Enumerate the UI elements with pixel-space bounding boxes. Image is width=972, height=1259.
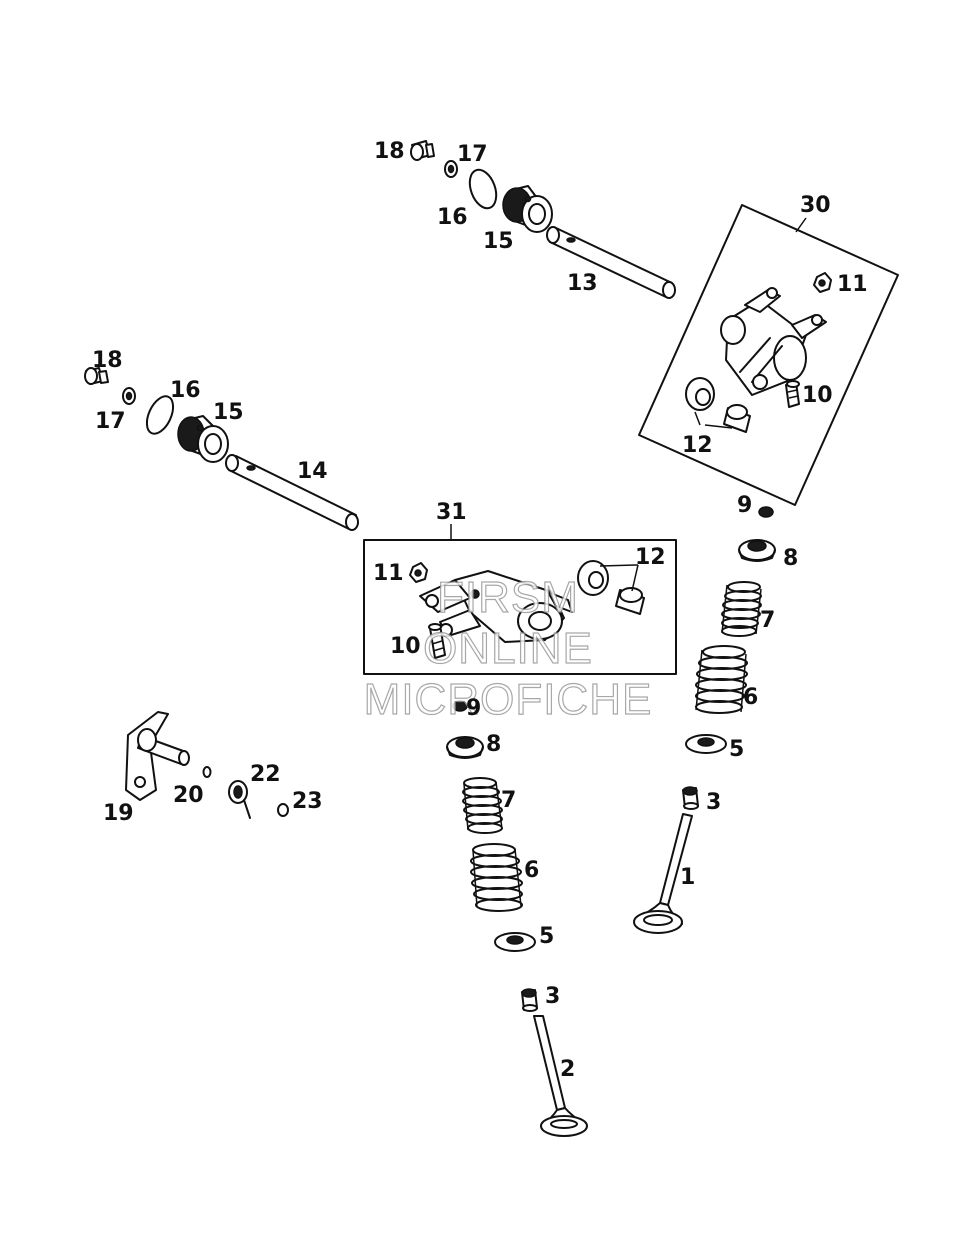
label-17-left: 17 (95, 409, 126, 434)
label-16-left: 16 (170, 378, 201, 403)
seal-3-right (682, 786, 699, 810)
bushing-12-box30 (685, 377, 751, 433)
clip-20 (202, 766, 212, 778)
valve-1 (633, 813, 693, 934)
label-3-left: 3 (545, 984, 560, 1009)
nut-11-box31 (409, 562, 428, 583)
callout-labels: 1 2 3 3 5 5 6 6 7 7 8 8 9 9 10 10 11 11 … (92, 139, 868, 1082)
rocker-arm-30 (720, 287, 827, 396)
label-10-box31: 10 (390, 634, 421, 659)
label-13: 13 (567, 271, 598, 296)
label-30: 30 (800, 193, 831, 218)
label-8-right: 8 (783, 546, 798, 571)
valve-2 (533, 1015, 588, 1137)
label-12-box30: 12 (682, 433, 713, 458)
label-2: 2 (560, 1057, 575, 1082)
spring-22 (228, 780, 251, 819)
label-11-box31: 11 (373, 561, 404, 586)
spring-6-right (695, 645, 748, 714)
seal-3-left (521, 988, 538, 1012)
washer-17-left (122, 387, 136, 405)
label-8-left: 8 (486, 732, 501, 757)
label-20: 20 (173, 783, 204, 808)
label-7-right: 7 (760, 608, 775, 633)
label-15-top: 15 (483, 229, 514, 254)
watermark: FIRSM ONLINE MICROFICHE (363, 572, 653, 724)
ring-23 (277, 803, 289, 817)
label-3-right: 3 (706, 790, 721, 815)
spring-7-right (721, 581, 762, 637)
screw-10-box31 (428, 623, 446, 659)
watermark-line2: ONLINE (423, 624, 593, 673)
spring-6-left (470, 843, 523, 912)
collar-15-top (502, 185, 553, 233)
washer-17-top (444, 160, 458, 178)
label-6-left: 6 (524, 858, 539, 883)
seat-5-right (685, 734, 727, 754)
label-14: 14 (297, 459, 328, 484)
label-18-top: 18 (374, 139, 405, 164)
assembly-30 (638, 204, 899, 506)
keeper-9-right (758, 506, 774, 518)
label-9-right: 9 (737, 493, 752, 518)
watermark-line1: FIRSM (437, 573, 579, 622)
label-15-left: 15 (213, 400, 244, 425)
shaft-14 (225, 454, 359, 531)
label-17-top: 17 (457, 142, 488, 167)
label-18-left: 18 (92, 348, 123, 373)
bolt-18-top (410, 140, 435, 161)
label-10-box30: 10 (802, 383, 833, 408)
oring-16-left (145, 395, 175, 435)
label-23: 23 (292, 789, 323, 814)
label-22: 22 (250, 762, 281, 787)
rocker-arm-31 (419, 570, 573, 643)
label-5-left: 5 (539, 924, 554, 949)
label-1: 1 (680, 865, 695, 890)
label-5-right: 5 (729, 737, 744, 762)
label-11-box30: 11 (837, 272, 868, 297)
shaft-13 (546, 226, 676, 299)
label-12-box31: 12 (635, 545, 666, 570)
retainer-8-left (446, 736, 484, 759)
oring-16-top (468, 168, 498, 210)
collar-15-left (177, 415, 229, 463)
watermark-line3: MICROFICHE (364, 675, 653, 724)
screw-10-box30 (785, 380, 800, 408)
label-9-left: 9 (466, 696, 481, 721)
label-6-right: 6 (743, 685, 758, 710)
bushing-12-box31 (577, 560, 645, 615)
label-16-top: 16 (437, 205, 468, 230)
assembly-31 (363, 524, 677, 675)
label-7-left: 7 (501, 788, 516, 813)
nut-11-box30 (813, 272, 832, 293)
spring-7-left (462, 777, 503, 834)
label-31: 31 (436, 500, 467, 525)
bolt-18-left (84, 367, 109, 385)
retainer-8-right (738, 539, 776, 562)
lever-19 (125, 711, 190, 801)
label-19: 19 (103, 801, 134, 826)
keeper-9-left (452, 700, 468, 712)
seat-5-left (494, 932, 536, 952)
